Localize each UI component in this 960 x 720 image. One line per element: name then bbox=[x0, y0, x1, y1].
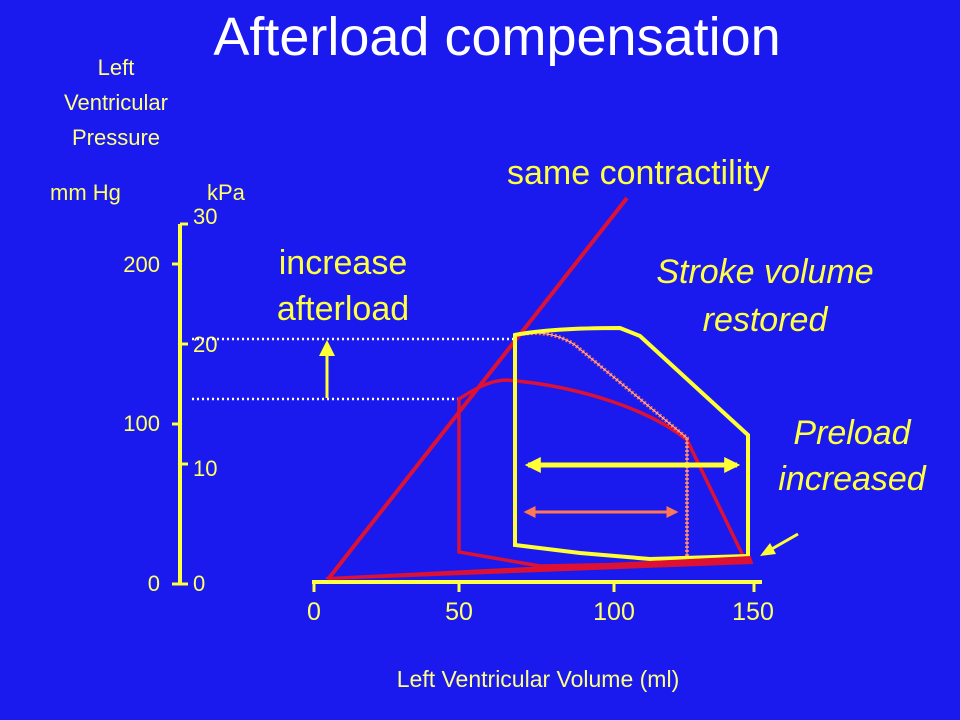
label-stroke-volume-line-2: restored bbox=[702, 301, 828, 339]
label-same-contractility: same contractility bbox=[507, 154, 770, 192]
tick-mmhg-0: 0 bbox=[147, 571, 160, 596]
tick-x-100: 100 bbox=[593, 598, 635, 626]
label-increase-afterload-line-1: increase bbox=[278, 244, 408, 282]
x-axis bbox=[312, 580, 762, 592]
label-increase-afterload: increase afterload bbox=[258, 240, 428, 332]
tick-kpa-20: 20 bbox=[193, 332, 218, 357]
tick-mmhg-200: 200 bbox=[123, 252, 160, 277]
increase-afterload-arrow-head bbox=[319, 340, 335, 356]
tick-x-50: 50 bbox=[445, 598, 473, 626]
tick-kpa-0: 0 bbox=[193, 571, 206, 596]
y-axis-title-line-3: Pressure bbox=[71, 125, 161, 150]
preload-arrow-head bbox=[760, 543, 776, 556]
tick-mmhg-100: 100 bbox=[123, 411, 160, 436]
label-preload-line-2: increased bbox=[778, 460, 926, 498]
label-preload-increased: Preload increased bbox=[752, 410, 952, 502]
y-axis-title-line-2: Ventricular bbox=[64, 90, 168, 115]
pv-loop-original bbox=[457, 378, 747, 568]
tick-x-150: 150 bbox=[732, 598, 774, 626]
filling-curve bbox=[325, 555, 754, 581]
pv-loop-compensated bbox=[513, 325, 750, 562]
y-axis bbox=[172, 222, 188, 586]
unit-mmhg: mm Hg bbox=[50, 180, 121, 205]
label-stroke-volume-restored: Stroke volume restored bbox=[610, 248, 920, 344]
pv-loop-transition-core bbox=[514, 332, 688, 558]
tick-x-0: 0 bbox=[307, 598, 321, 626]
page-title: Afterload compensation bbox=[213, 7, 781, 67]
preload-arrow-shaft bbox=[769, 532, 799, 552]
unit-kpa: kPa bbox=[207, 180, 245, 205]
label-increase-afterload-line-2: afterload bbox=[276, 290, 410, 328]
label-preload-line-1: Preload bbox=[793, 414, 911, 452]
label-stroke-volume-line-1: Stroke volume bbox=[656, 253, 874, 291]
y-axis-title-line-1: Left bbox=[97, 55, 135, 80]
tick-kpa-30: 30 bbox=[193, 204, 218, 229]
x-axis-label: Left Ventricular Volume (ml) bbox=[396, 666, 680, 692]
tick-kpa-10: 10 bbox=[193, 456, 218, 481]
y-axis-title: Left Ventricular Pressure bbox=[30, 50, 202, 155]
